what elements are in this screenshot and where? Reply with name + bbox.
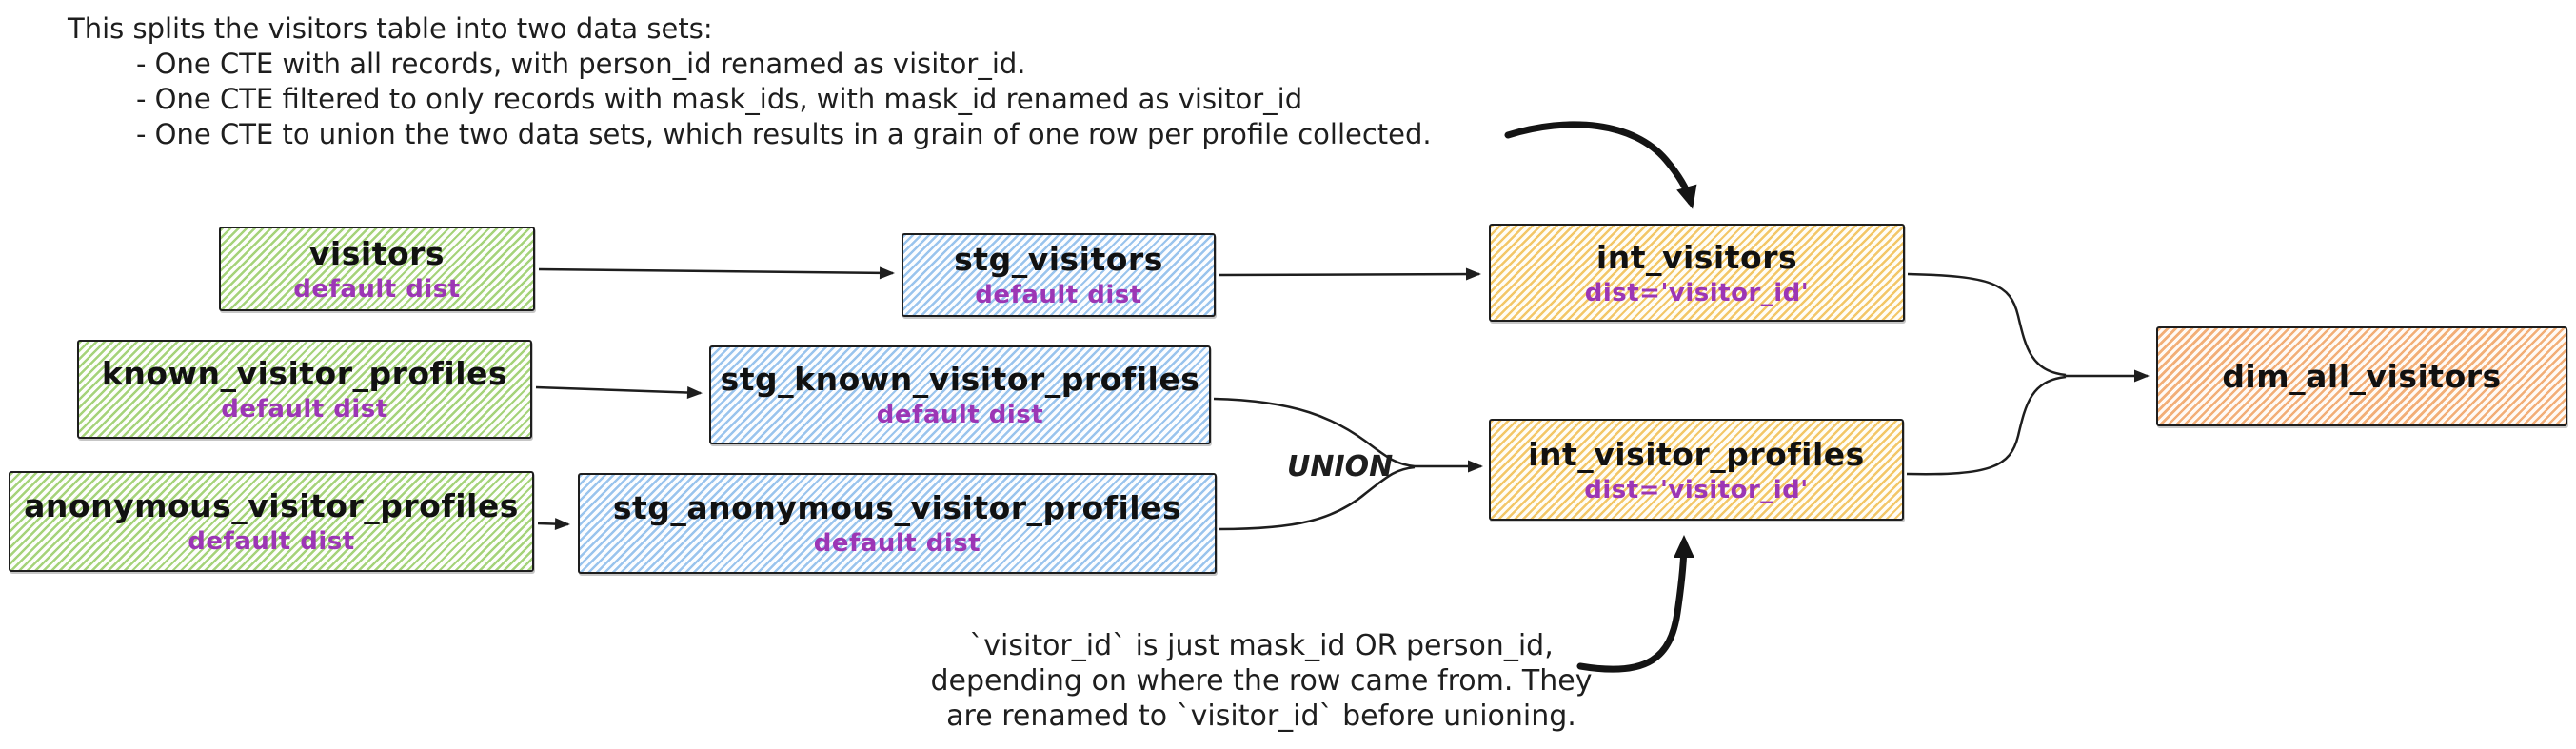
top-note-title: This splits the visitors table into two … [68,12,713,45]
node-subtitle: default dist [813,529,981,558]
node-title: stg_anonymous_visitor_profiles [612,489,1182,526]
top-note-bullet: - One CTE to union the two data sets, wh… [136,118,1432,150]
node-title: anonymous_visitor_profiles [24,487,519,524]
node-int-visitors: int_visitors dist='visitor_id' [1489,224,1905,322]
top-note: This splits the visitors table into two … [68,11,1432,152]
top-note-bullet: - One CTE filtered to only records with … [136,83,1303,115]
node-subtitle: default dist [293,274,461,304]
node-title: int_visitor_profiles [1528,435,1865,473]
node-anonymous-visitor-profiles: anonymous_visitor_profiles default dist [9,471,534,572]
edge-int-visitors-to-merge [1907,272,2067,377]
node-visitors: visitors default dist [219,227,535,311]
node-stg-anonymous-visitor-profiles: stg_anonymous_visitor_profiles default d… [578,473,1217,574]
bottom-note-line: are renamed to `visitor_id` before union… [946,700,1576,733]
bottom-note: `visitor_id` is just mask_id OR person_i… [914,628,1609,734]
node-title: int_visitors [1595,238,1798,276]
node-title: known_visitor_profiles [101,355,508,392]
node-dim-all-visitors: dim_all_visitors [2156,326,2567,426]
node-title: stg_visitors [954,241,1163,278]
arrow-visitors-to-stg-visitors [538,266,895,280]
bottom-note-line: depending on where the row came from. Th… [930,664,1593,698]
arrow-anonymous-to-stg-anonymous [537,518,570,531]
annotation-arrow-top [1504,121,1697,209]
node-stg-known-visitor-profiles: stg_known_visitor_profiles default dist [709,345,1211,444]
node-subtitle: default dist [188,527,355,556]
bottom-note-line: `visitor_id` is just mask_id OR person_i… [969,629,1554,662]
node-subtitle: default dist [975,281,1142,309]
edge-int-visitor-profiles-to-merge [1906,375,2067,476]
node-title: visitors [308,234,446,272]
node-title: dim_all_visitors [2222,358,2502,395]
node-subtitle: dist='visitor_id' [1584,475,1809,504]
node-title: stg_known_visitor_profiles [720,361,1200,398]
union-label: UNION [1287,450,1394,483]
node-stg-visitors: stg_visitors default dist [902,233,1216,317]
node-subtitle: dist='visitor_id' [1584,278,1810,307]
top-note-bullet: - One CTE with all records, with person_… [136,48,1026,80]
node-subtitle: default dist [221,395,388,424]
node-int-visitor-profiles: int_visitor_profiles dist='visitor_id' [1489,419,1904,521]
node-subtitle: default dist [876,401,1044,429]
arrow-stg-visitors-to-int-visitors [1219,267,1481,281]
node-known-visitor-profiles: known_visitor_profiles default dist [77,340,532,439]
arrow-known-to-stg-known [535,385,703,400]
